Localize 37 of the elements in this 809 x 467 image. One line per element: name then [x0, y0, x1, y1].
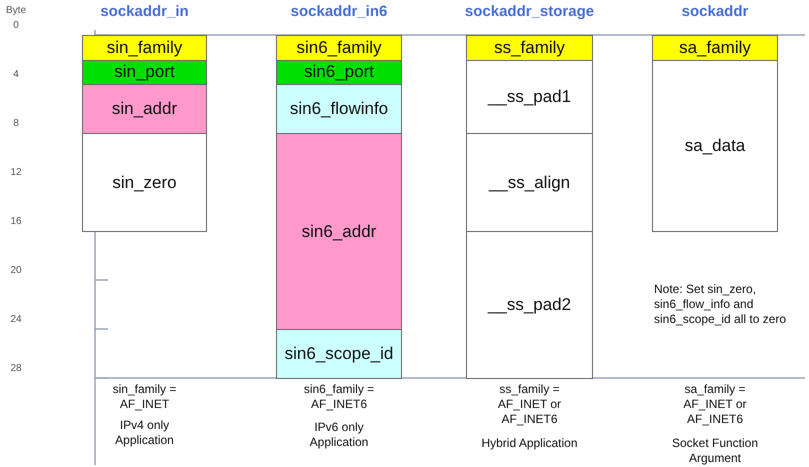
struct-heading: sockaddr — [680, 3, 750, 20]
struct-field-box: __ss_pad2 — [466, 231, 593, 379]
usage-note: Hybrid Application — [480, 436, 579, 451]
struct-field-box: sin6_family — [276, 35, 402, 60]
note-text: Note: Set sin_zero, sin6_flow_info and sin6_scope_id all to zero — [654, 282, 788, 327]
struct-field-box: sa_family — [652, 35, 778, 60]
struct-field-box: sin6_flowinfo — [276, 84, 402, 134]
axis-tick-label: 8 — [12, 118, 20, 129]
usage-note: Socket Function Argument — [670, 436, 760, 466]
family-note: ss_family = AF_INET or AF_INET6 — [496, 382, 562, 427]
struct-field-box: sin_family — [82, 35, 207, 60]
usage-note: IPv6 only Application — [308, 420, 370, 450]
struct-field-box: __ss_align — [466, 133, 593, 232]
axis-tick-label: 16 — [9, 216, 23, 227]
struct-field-box: sin_addr — [82, 84, 207, 134]
axis-tick-label: 12 — [9, 167, 23, 178]
family-note: sa_family = AF_INET or AF_INET6 — [682, 382, 748, 427]
axis-tick-label: 0 — [12, 20, 20, 31]
axis-title: Byte — [6, 5, 28, 16]
family-note: sin_family = AF_INET — [112, 382, 178, 412]
struct-field-box: __ss_pad1 — [466, 60, 593, 134]
struct-field-box: sin_zero — [82, 133, 207, 232]
struct-field-box: sa_data — [652, 60, 778, 232]
family-note: sin6_family = AF_INET6 — [302, 382, 376, 412]
axis-tick-label: 24 — [9, 314, 23, 325]
axis-tick-label: 4 — [12, 69, 20, 80]
struct-heading: sockaddr_in6 — [290, 3, 388, 20]
axis-tick-label: 28 — [9, 363, 23, 374]
struct-field-box: ss_family — [466, 35, 593, 60]
struct-field-box: sin6_port — [276, 60, 402, 85]
struct-field-box: sin_port — [82, 60, 207, 85]
struct-field-box: sin6_addr — [276, 133, 402, 330]
struct-heading: sockaddr_in — [99, 3, 190, 20]
struct-field-box: sin6_scope_id — [276, 329, 402, 379]
usage-note: IPv4 only Application — [114, 418, 175, 448]
axis-tick-label: 20 — [9, 265, 23, 276]
struct-heading: sockaddr_storage — [464, 3, 596, 20]
